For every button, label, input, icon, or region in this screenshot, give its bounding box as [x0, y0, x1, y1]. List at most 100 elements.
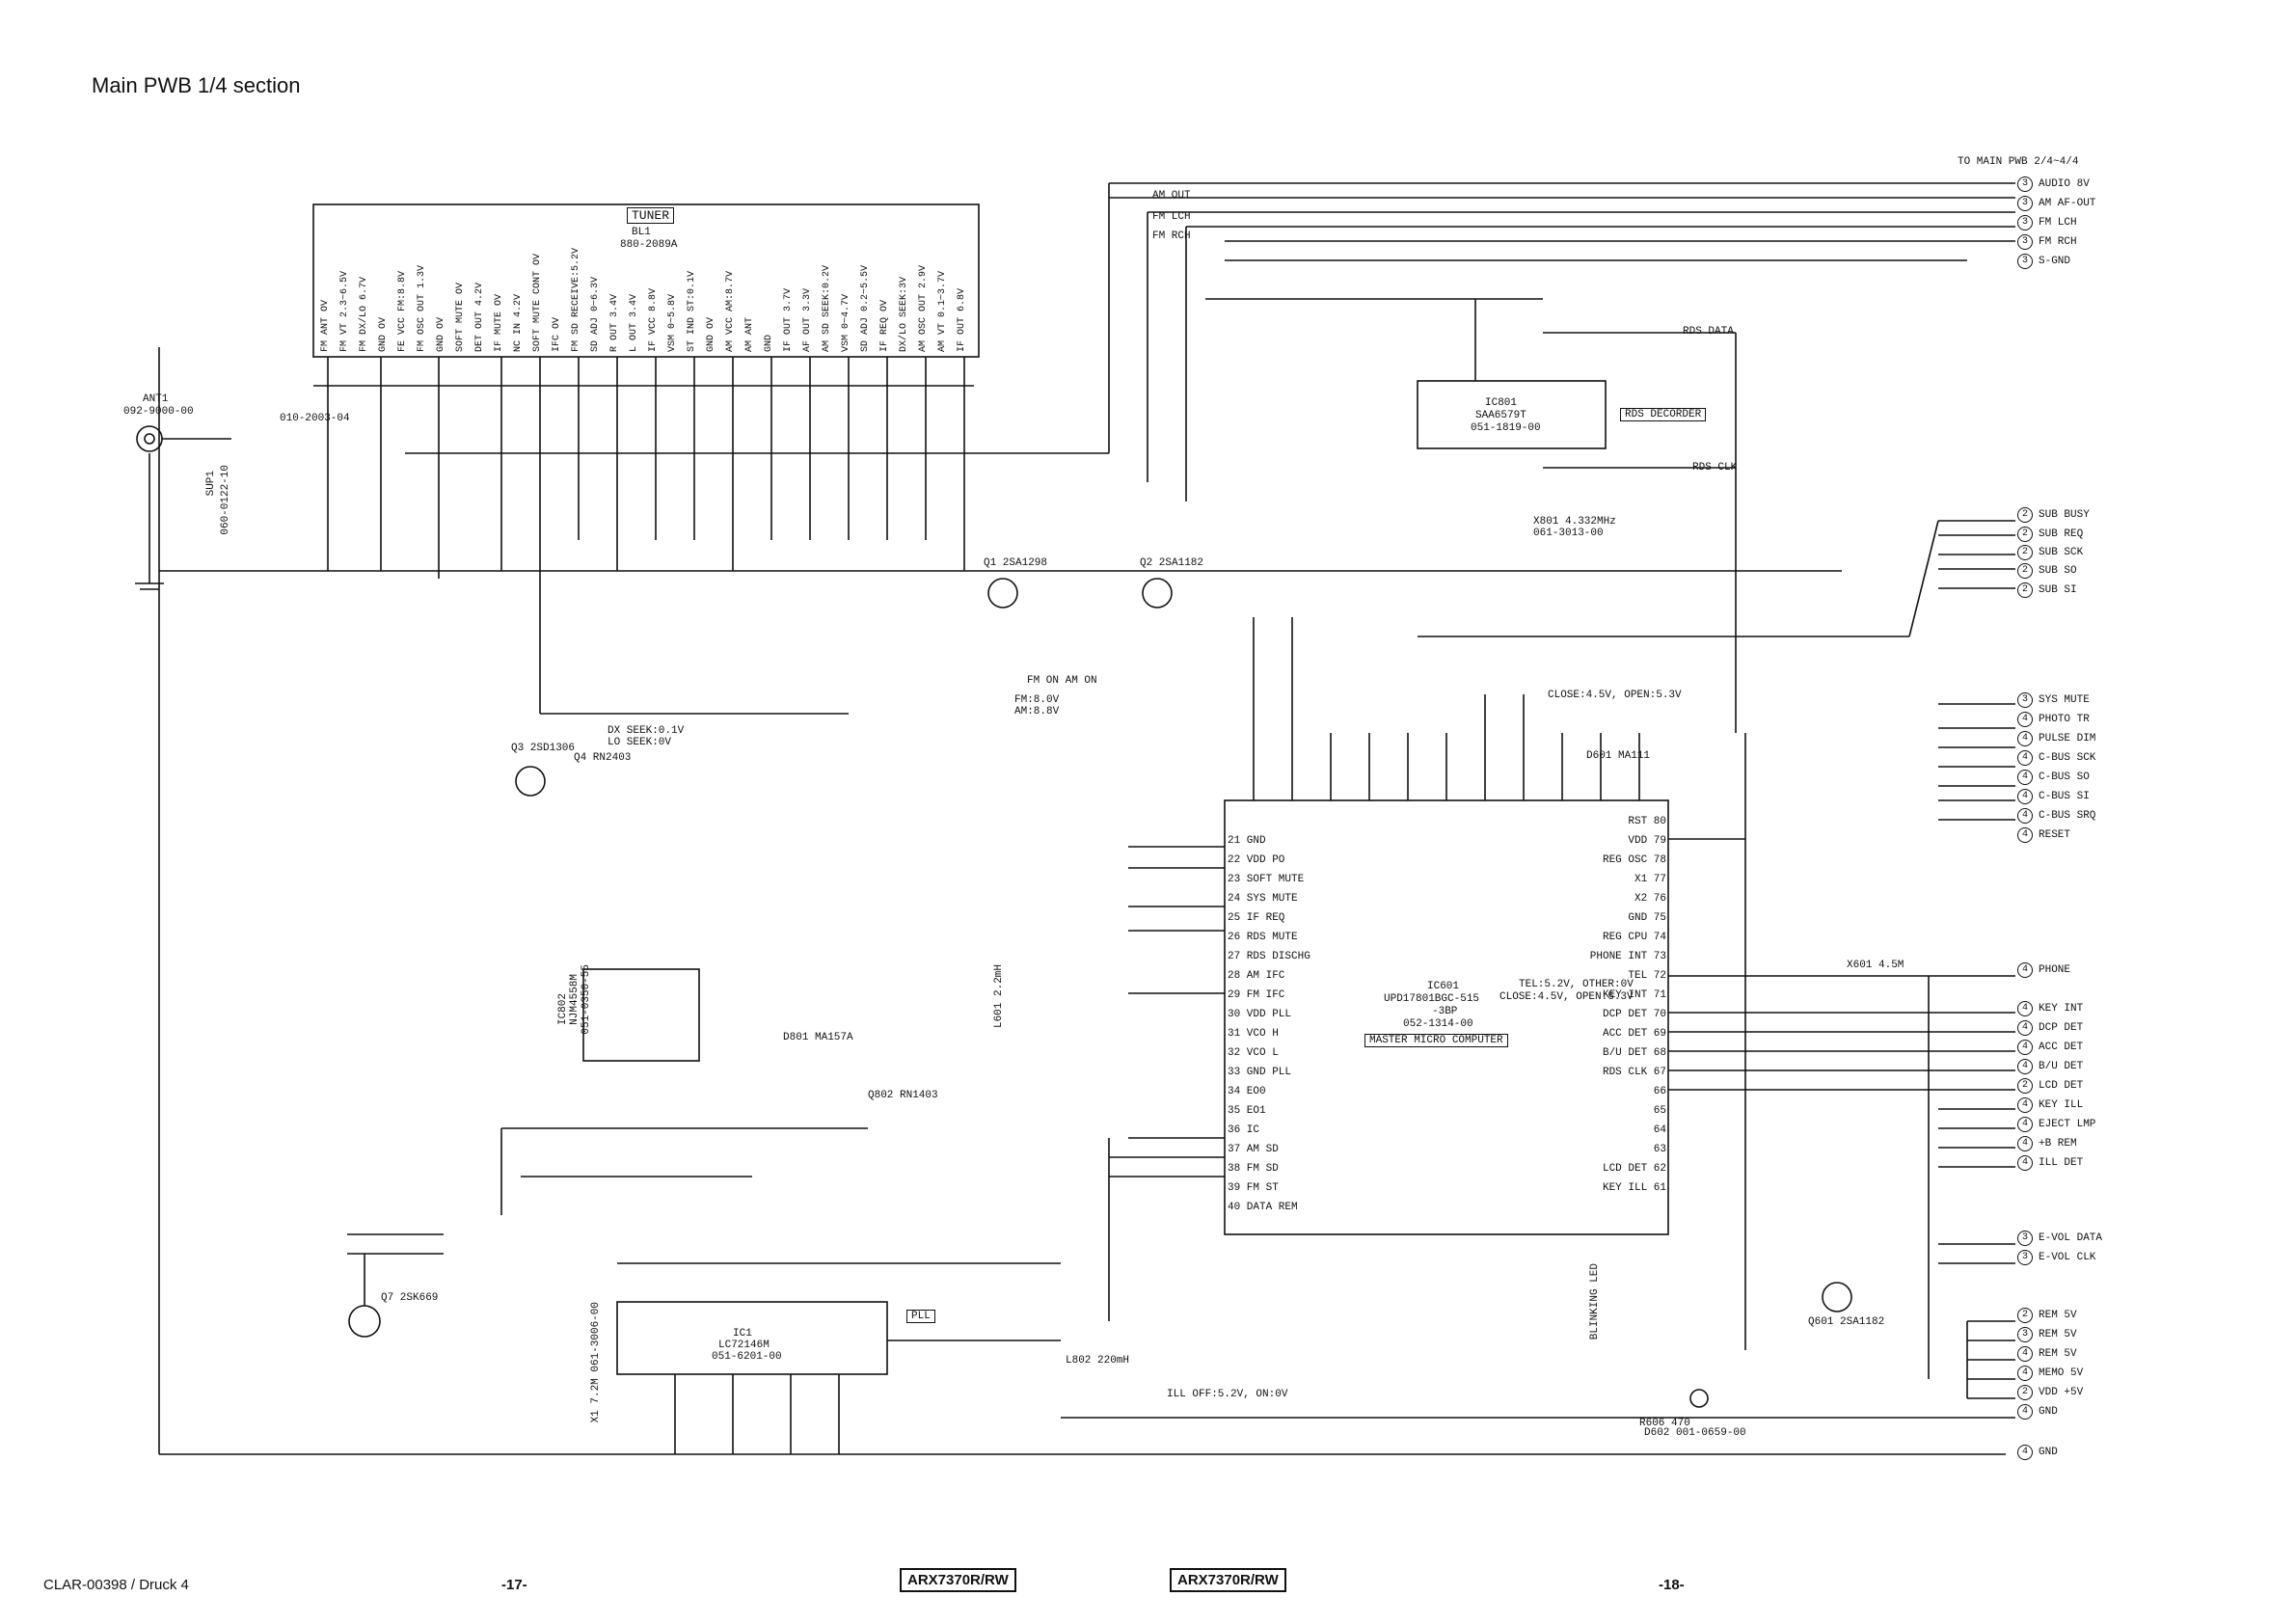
connector-label: REM 5V [2039, 1329, 2077, 1340]
q3-label: Q3 2SD1306 [511, 743, 576, 754]
connector-pin-circle: 4 [2017, 1155, 2033, 1171]
connector-pin-circle: 3 [2017, 196, 2033, 211]
connector-pin-circle: 4 [2017, 1040, 2033, 1055]
model-label-left: ARX7370R/RW [900, 1568, 1016, 1592]
connector-label: SUB REQ [2039, 528, 2084, 540]
connector-label: AM AF-OUT [2039, 198, 2096, 209]
connector-label: S-GND [2039, 256, 2071, 267]
connector-label: DCP DET [2039, 1022, 2084, 1034]
connector-pin-circle: 4 [2017, 1059, 2033, 1074]
tuner-pin-label: SD ADJ 0.2~5.5V [860, 264, 871, 352]
tuner-pin-label: DET OUT 4.2V [474, 282, 485, 352]
page-number-right: -18- [1659, 1577, 1685, 1593]
connector-pin-circle: 2 [2017, 507, 2033, 523]
micro-pin-left: 21 GND [1228, 835, 1266, 847]
connector-pin-circle: 4 [2017, 731, 2033, 746]
right-connector: 4 EJECT LMP [2017, 1117, 2095, 1132]
micro-ic: IC601 [1427, 981, 1460, 992]
micro-pin-right: VDD 79 [1628, 835, 1666, 847]
micro-pin-right: DCP DET 70 [1602, 1009, 1666, 1020]
tuner-pin-label: FM VT 2.3~6.5V [339, 270, 350, 352]
tuner-pin-label: R OUT 3.4V [609, 293, 620, 352]
tuner-pin-label: FE VCC FM:8.8V [397, 270, 408, 352]
tuner-pin-label: AM ANT [744, 316, 755, 352]
connector-label: REM 5V [2039, 1348, 2077, 1360]
micro-pin-right: B/U DET 68 [1602, 1047, 1666, 1059]
micro-pin-right: KEY INT 71 [1602, 989, 1666, 1001]
connector-pin-circle: 4 [2017, 962, 2033, 978]
pll-part: LC72146M [718, 1340, 770, 1351]
connector-pin-circle: 3 [2017, 176, 2033, 192]
micro-label: MASTER MICRO COMPUTER [1364, 1034, 1508, 1047]
ic802-box [582, 968, 700, 1062]
micro-pin-right: 65 [1653, 1105, 1666, 1117]
tuner-pin-label: GND OV [706, 316, 716, 352]
connector-label: AUDIO 8V [2039, 178, 2090, 190]
pll-part-no: 051-6201-00 [712, 1351, 782, 1363]
micro-pin-left: 39 FM ST [1228, 1182, 1279, 1194]
micro-pin-left: 24 SYS MUTE [1228, 893, 1298, 905]
right-connector: 2 SUB SCK [2017, 545, 2083, 560]
connector-pin-circle: 2 [2017, 545, 2033, 560]
page-title: Main PWB 1/4 section [92, 73, 301, 97]
micro-pin-left: 33 GND PLL [1228, 1067, 1292, 1078]
q802-label: Q802 RN1403 [868, 1090, 938, 1101]
connector-pin-circle: 3 [2017, 254, 2033, 269]
micro-pin-right: RST 80 [1628, 816, 1666, 827]
connector-pin-circle: 4 [2017, 808, 2033, 824]
connector-pin-circle: 3 [2017, 1231, 2033, 1246]
pll-label: PLL [906, 1310, 935, 1323]
connector-label: SYS MUTE [2039, 694, 2090, 706]
micro-pin-left: 37 AM SD [1228, 1144, 1279, 1155]
right-connector: 4+B REM [2017, 1136, 2077, 1151]
connector-pin-circle: 4 [2017, 1117, 2033, 1132]
micro-close-note: CLOSE:4.5V, OPEN:5.3V [1499, 991, 1634, 1003]
micro-pin-left: 29 FM IFC [1228, 989, 1285, 1001]
q7-label: Q7 2SK669 [381, 1292, 439, 1304]
connector-label: KEY INT [2039, 1003, 2084, 1015]
right-connector: 3 E-VOL DATA [2017, 1231, 2102, 1246]
connector-label: GND [2039, 1406, 2058, 1418]
x801-label: X801 4.332MHz 061-3013-00 [1533, 516, 1616, 539]
connector-label: FM LCH [2039, 217, 2077, 229]
connector-label: SUB SCK [2039, 547, 2084, 558]
page-number-left: -17- [501, 1577, 527, 1593]
connector-label: LCD DET [2039, 1080, 2084, 1092]
coil-part-no: 010-2003-04 [280, 413, 350, 424]
connector-pin-circle: 4 [2017, 827, 2033, 843]
connector-label: ILL DET [2039, 1157, 2084, 1169]
connector-label: EJECT LMP [2039, 1119, 2096, 1130]
connector-label: E-VOL DATA [2039, 1232, 2103, 1244]
micro-pin-right: GND 75 [1628, 912, 1666, 924]
rds-ic: IC801 [1485, 397, 1518, 409]
fm-am-on-note: FM ON AM ON [1027, 675, 1097, 687]
tuner-part: BL1 [632, 227, 651, 238]
rds-data-wire: RDS DATA [1683, 326, 1734, 338]
q4-label: Q4 RN2403 [574, 752, 632, 764]
top-right-connector: 3 S-GND [2017, 254, 2070, 269]
tuner-pin-label: AM VCC AM:8.7V [725, 270, 736, 352]
sup-part-no: 060-0122-10 [220, 465, 231, 535]
micro-pin-right: KEY ILL 61 [1602, 1182, 1666, 1194]
d601-label: D601 MA111 [1586, 750, 1651, 762]
tuner-label: TUNER [627, 207, 675, 224]
tuner-pin-label: IF VCC 8.8V [648, 287, 659, 352]
tuner-pin-label: GND [764, 334, 774, 352]
micro-pin-left: 35 EO1 [1228, 1105, 1266, 1117]
